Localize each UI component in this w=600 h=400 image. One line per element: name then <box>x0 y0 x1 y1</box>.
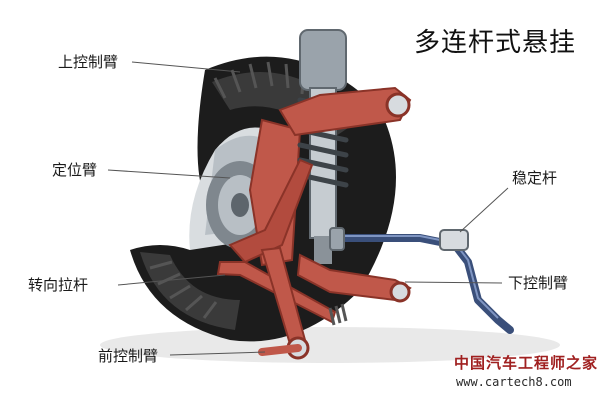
label-stabilizer-bar: 稳定杆 <box>512 169 558 187</box>
label-upper-control-arm: 上控制臂 <box>58 53 119 71</box>
leader-lines <box>107 61 509 356</box>
leader-upper-arm <box>131 61 241 73</box>
label-locating-arm: 定位臂 <box>52 161 98 179</box>
leader-locating-arm <box>107 169 231 179</box>
label-front-control-arm: 前控制臂 <box>98 347 159 365</box>
stabilizer-link <box>329 227 345 251</box>
leader-lower-arm <box>404 281 503 284</box>
label-lower-control-arm: 下控制臂 <box>508 274 569 292</box>
front-arm-link <box>258 344 302 356</box>
upper-arm-bushing <box>385 92 411 118</box>
leader-tie-rod <box>117 274 226 286</box>
tie-rod-spring <box>328 303 348 326</box>
watermark-name: 中国汽车工程师之家 <box>454 354 599 372</box>
stabilizer-bar-highlight <box>338 235 499 319</box>
stabilizer-mount <box>439 229 469 251</box>
leader-front-arm <box>169 351 266 356</box>
leader-stabilizer <box>459 187 509 233</box>
label-tie-rod: 转向拉杆 <box>28 276 89 294</box>
lower-arm-bushing <box>389 281 411 303</box>
diagram-title: 多连杆式悬挂 <box>414 28 577 58</box>
watermark-url: www.cartech8.com <box>456 375 572 389</box>
